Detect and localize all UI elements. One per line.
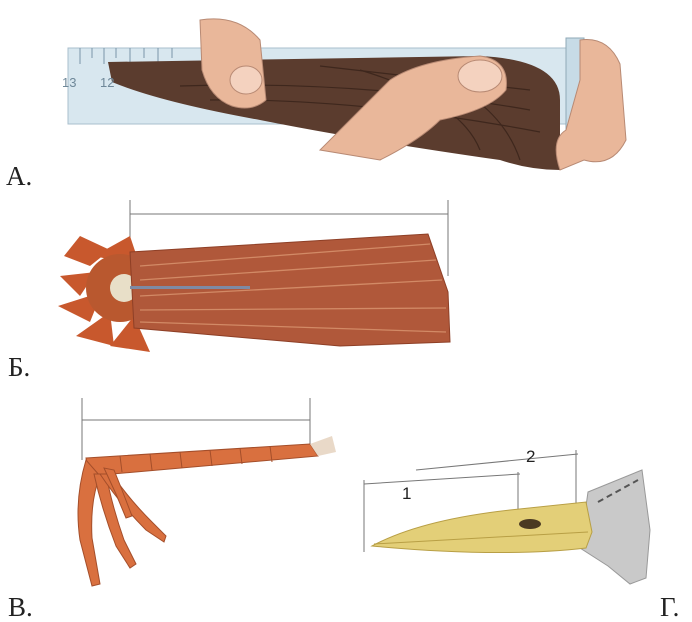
panel-g-label: Г.	[660, 594, 679, 621]
wing-ruler-illustration	[60, 20, 660, 190]
tail-illustration	[50, 196, 470, 366]
panel-b-label: Б.	[8, 354, 30, 381]
nostril	[519, 519, 541, 529]
beak-illustration	[360, 440, 660, 590]
ruler-label-12: 12	[100, 76, 114, 89]
panel-b-tail-measurement	[50, 196, 470, 366]
leg-illustration	[60, 390, 360, 605]
ruler-label-13: 13	[62, 76, 76, 89]
panel-a-wing-measurement: 13 12	[60, 20, 660, 190]
panel-a-label: А.	[6, 163, 32, 190]
leg-toes	[78, 460, 166, 586]
measure-1-label: 1	[402, 485, 411, 502]
panel-v-leg-measurement	[60, 390, 360, 605]
panel-v-label: В.	[8, 594, 33, 621]
measure-2-label: 2	[526, 448, 535, 465]
beak	[372, 502, 592, 553]
panel-g-beak-measurement: 1 2	[360, 440, 660, 590]
tail-feathers	[130, 234, 450, 346]
